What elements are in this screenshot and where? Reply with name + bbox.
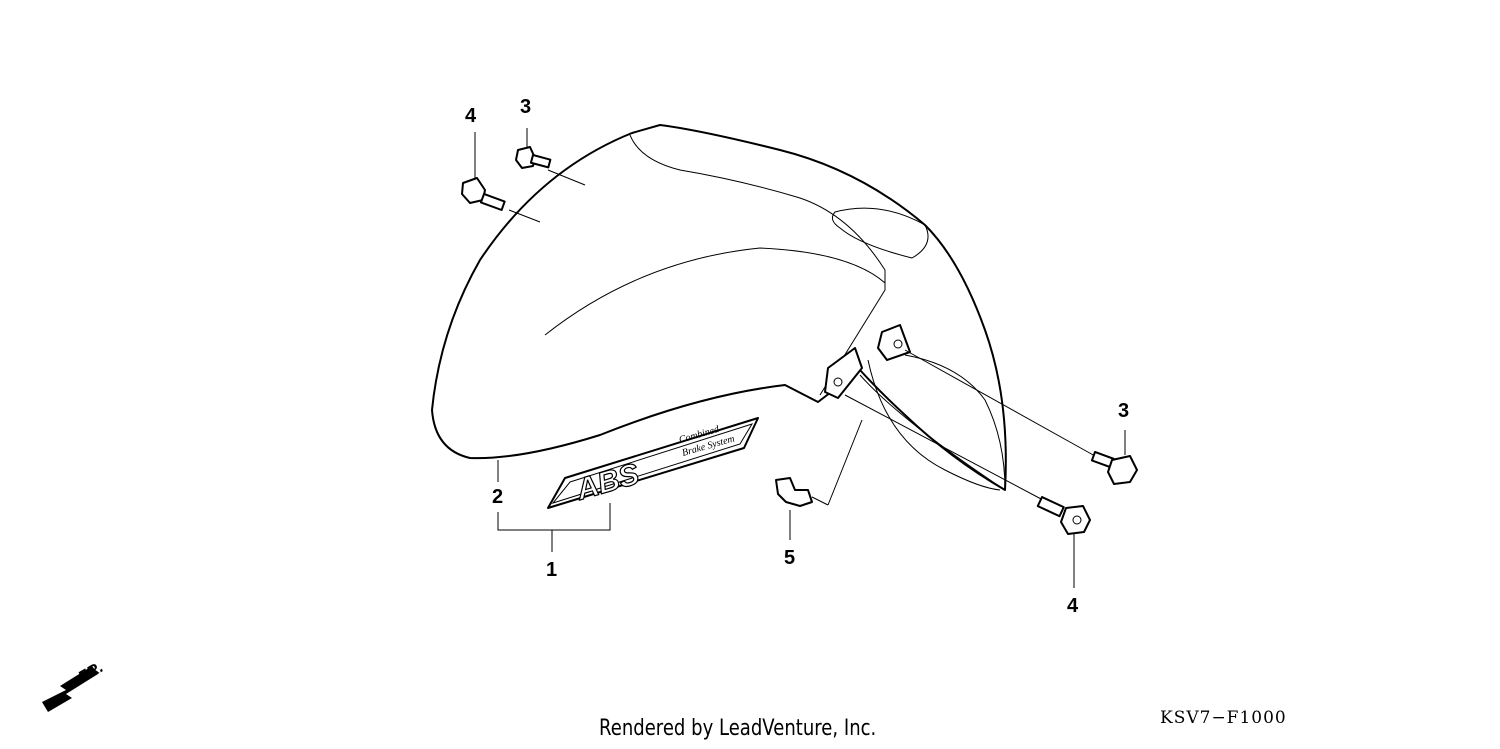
front-fender (431, 124, 1007, 491)
callout-3-top: 3 (520, 96, 531, 118)
callout-2: 2 (492, 486, 503, 508)
callout-4-right: 4 (1067, 595, 1079, 617)
screw-3-right (1090, 451, 1138, 485)
callouts: 1 2 3 3 4 4 5 (465, 96, 1129, 617)
screw-3-top (515, 146, 552, 169)
callout-5: 5 (784, 547, 795, 569)
callout-1: 1 (546, 559, 557, 581)
diagram-code: KSV7−F1000 (1160, 708, 1287, 728)
render-credit: Rendered by LeadVenture, Inc. (599, 716, 877, 741)
decal-abs-text: ABS (572, 458, 643, 507)
callout-3-right: 3 (1118, 400, 1129, 422)
clip-nut-5 (775, 477, 813, 507)
screw-4-top (461, 177, 506, 211)
callout-4-top: 4 (465, 105, 477, 127)
leader-lines (474, 128, 1126, 588)
front-direction-arrow: FR. (42, 659, 106, 712)
screw-4-right (1036, 496, 1091, 535)
